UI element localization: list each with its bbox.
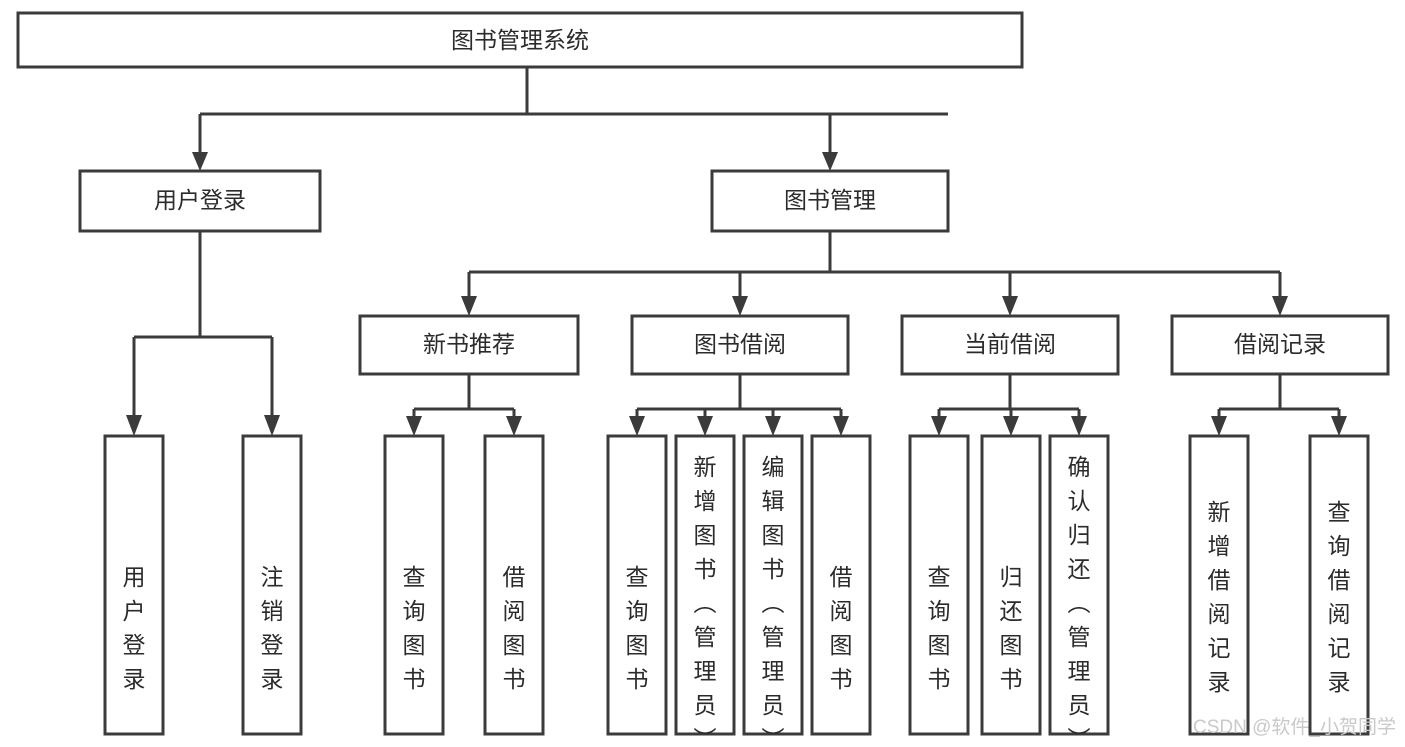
arrowhead-leaf8 [833, 416, 849, 436]
node-leaf2[interactable]: 注销登录 [241, 434, 303, 736]
node-login-rect[interactable] [78, 169, 322, 233]
node-current[interactable]: 当前借阅 [900, 314, 1120, 376]
arrowhead-current [1002, 296, 1018, 316]
node-records[interactable]: 借阅记录 [1170, 314, 1390, 376]
node-layer: 图书管理系统 用户登录 图书管理 新书推荐 图书借阅 当前 [16, 11, 1390, 747]
node-borrow-label: 图书借阅 [694, 331, 786, 357]
node-login[interactable]: 用户登录 [78, 169, 322, 233]
node-leaf10-rect[interactable] [980, 434, 1042, 736]
node-records-label: 借阅记录 [1234, 331, 1326, 357]
arrowhead-borrow [732, 296, 748, 316]
connector-layer [126, 67, 1347, 436]
arrowhead-leaf9 [931, 416, 947, 436]
arrowhead-newbook [461, 296, 477, 316]
node-leaf8[interactable]: 借阅图书 [810, 434, 872, 736]
node-leaf13-rect[interactable] [1308, 434, 1370, 736]
node-leaf10-label: 归还图书 [1000, 564, 1023, 692]
arrowhead-leaf7 [765, 416, 781, 436]
node-leaf7[interactable]: 编辑图书︵管理员︶ [742, 434, 804, 747]
node-leaf5-rect[interactable] [606, 434, 668, 736]
node-borrow[interactable]: 图书借阅 [630, 314, 850, 376]
arrowhead-leaf6 [697, 416, 713, 436]
node-leaf11-rect[interactable] [1048, 434, 1110, 736]
node-leaf2-rect[interactable] [241, 434, 303, 736]
node-leaf7-rect[interactable] [742, 434, 804, 736]
node-leaf4-rect[interactable] [483, 434, 545, 736]
node-leaf12-label: 新增借阅记录 [1208, 499, 1231, 695]
arrowhead-leaf13 [1331, 416, 1347, 436]
node-borrow-rect[interactable] [630, 314, 850, 376]
node-leaf9-label: 查询图书 [928, 564, 951, 692]
node-leaf13[interactable]: 查询借阅记录 [1308, 434, 1370, 736]
node-leaf1-label: 用户登录 [123, 564, 146, 692]
node-root-label: 图书管理系统 [451, 27, 589, 53]
node-leaf2-label: 注销登录 [261, 564, 284, 692]
node-bookmgmt-rect[interactable] [710, 169, 950, 233]
node-leaf4[interactable]: 借阅图书 [483, 434, 545, 736]
node-leaf6-label: 新增图书︵管理员︶ [694, 454, 717, 747]
arrowhead-leaf11 [1071, 416, 1087, 436]
arrowhead-records [1272, 296, 1288, 316]
arrowhead-bookmgmt [822, 152, 838, 171]
node-leaf7-label: 编辑图书︵管理员︶ [762, 454, 785, 747]
node-newbook-label: 新书推荐 [423, 331, 515, 357]
node-leaf4-label: 借阅图书 [503, 564, 526, 692]
node-leaf3-rect[interactable] [383, 434, 445, 736]
node-current-label: 当前借阅 [964, 331, 1056, 357]
node-leaf1[interactable]: 用户登录 [103, 434, 165, 736]
node-leaf1-rect[interactable] [103, 434, 165, 736]
node-leaf11-label: 确认归还︵管理员︶ [1068, 454, 1091, 747]
node-leaf12-rect[interactable] [1188, 434, 1250, 736]
node-leaf13-label: 查询借阅记录 [1328, 499, 1351, 695]
arrowhead-login [192, 152, 208, 171]
node-root-rect[interactable] [16, 11, 1024, 69]
node-current-rect[interactable] [900, 314, 1120, 376]
arrowhead-leaf3 [406, 416, 422, 436]
arrowhead-leaf5 [629, 416, 645, 436]
node-leaf12[interactable]: 新增借阅记录 [1188, 434, 1250, 736]
node-leaf8-label: 借阅图书 [830, 564, 853, 692]
node-leaf3-label: 查询图书 [403, 564, 426, 692]
arrowhead-leaf12 [1211, 416, 1227, 436]
node-root[interactable]: 图书管理系统 [16, 11, 1024, 69]
node-leaf9[interactable]: 查询图书 [908, 434, 970, 736]
node-leaf8-rect[interactable] [810, 434, 872, 736]
csdn-watermark: CSDN @软件_小贺同学 [1193, 716, 1396, 738]
node-leaf5-label: 查询图书 [626, 564, 649, 692]
node-leaf3[interactable]: 查询图书 [383, 434, 445, 736]
node-leaf9-rect[interactable] [908, 434, 970, 736]
node-bookmgmt-label: 图书管理 [784, 187, 876, 213]
arrowhead-leaf1 [126, 415, 142, 436]
node-newbook[interactable]: 新书推荐 [358, 314, 580, 376]
node-records-rect[interactable] [1170, 314, 1390, 376]
node-leaf5[interactable]: 查询图书 [606, 434, 668, 736]
arrowhead-leaf2 [264, 415, 280, 436]
node-leaf10[interactable]: 归还图书 [980, 434, 1042, 736]
node-leaf11[interactable]: 确认归还︵管理员︶ [1048, 434, 1110, 747]
node-leaf6[interactable]: 新增图书︵管理员︶ [674, 434, 736, 747]
node-newbook-rect[interactable] [358, 314, 580, 376]
arrowhead-leaf10 [1003, 416, 1019, 436]
arrowhead-leaf4 [506, 416, 522, 436]
node-login-label: 用户登录 [154, 187, 246, 213]
node-bookmgmt[interactable]: 图书管理 [710, 169, 950, 233]
node-leaf6-rect[interactable] [674, 434, 736, 736]
